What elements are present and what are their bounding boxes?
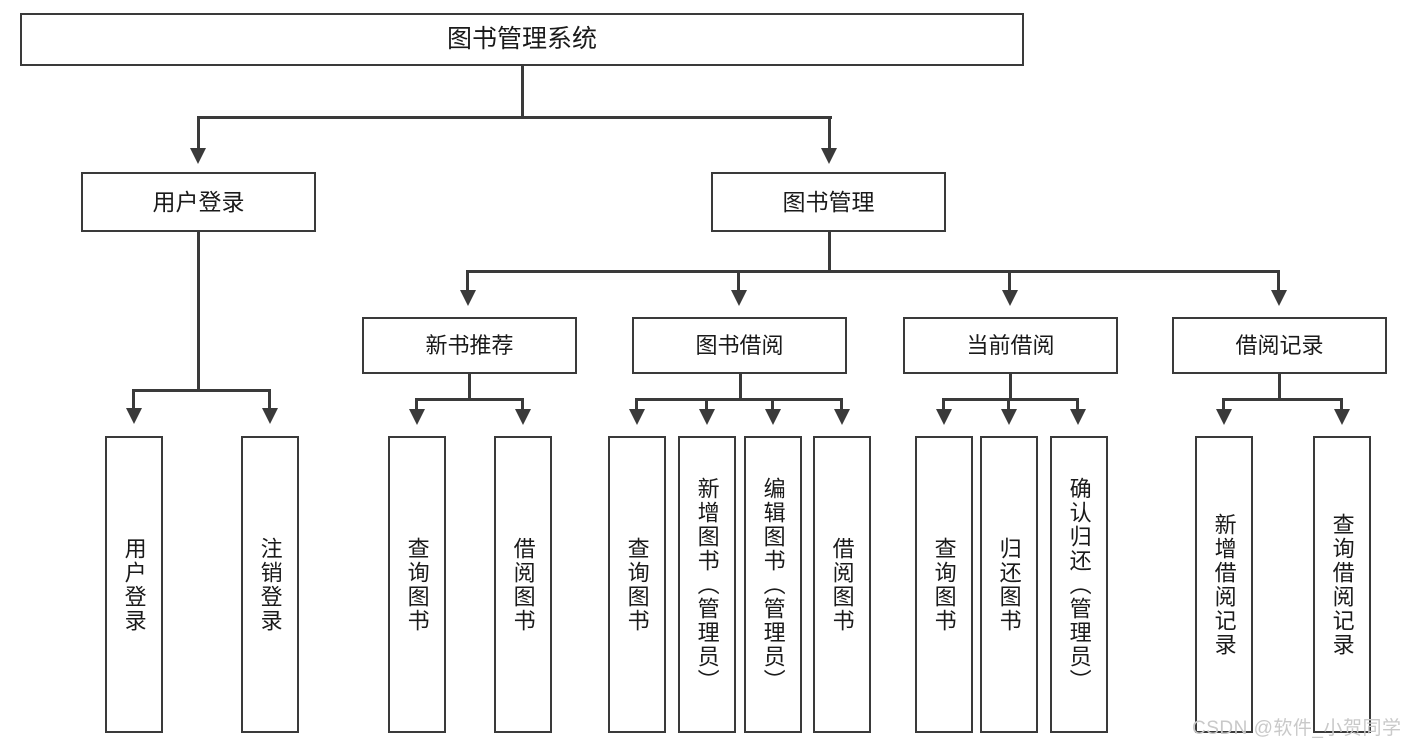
node-label: 图书管理	[782, 188, 875, 215]
connector-new-book-to-leaf-0	[415, 398, 418, 412]
connector-root-to-user-login	[197, 116, 200, 152]
connector-borrow-record-to-leaf-1	[1340, 398, 1343, 412]
connector-book-mgmt-to-lvl3-2	[1008, 270, 1011, 294]
connector-borrow-record-to-leaf-0	[1222, 398, 1225, 412]
leaf-book-borrow-2[interactable]: 编辑图书（管理员）	[744, 436, 802, 733]
arrow-user-login-to-leaf-0	[126, 408, 142, 424]
connector-borrow-record-bar	[1222, 398, 1342, 401]
node-book-management[interactable]: 图书管理	[711, 172, 946, 232]
node-label: 编辑图书（管理员）	[760, 476, 786, 693]
arrow-root-to-book-mgmt	[821, 148, 837, 164]
arrow-borrow-record-to-leaf-0	[1216, 409, 1232, 425]
arrow-new-book-to-leaf-0	[409, 409, 425, 425]
node-label: 新增借阅记录	[1211, 512, 1237, 657]
node-label: 新增图书（管理员）	[694, 476, 720, 693]
connector-user-login-bar	[132, 389, 270, 392]
arrow-user-login-to-leaf-1	[262, 408, 278, 424]
leaf-user-login-0[interactable]: 用户登录	[105, 436, 163, 733]
connector-current-borrow-to-leaf-0	[942, 398, 945, 412]
connector-new-book-stem	[468, 374, 471, 400]
leaf-borrow-record-0[interactable]: 新增借阅记录	[1195, 436, 1253, 733]
connector-root-to-book-mgmt	[828, 116, 831, 152]
leaf-new-book-recommend-0[interactable]: 查询图书	[388, 436, 446, 733]
node-label: 借阅记录	[1235, 332, 1324, 358]
node-label: 新书推荐	[425, 332, 514, 358]
leaf-new-book-recommend-1[interactable]: 借阅图书	[494, 436, 552, 733]
leaf-user-login-1[interactable]: 注销登录	[241, 436, 299, 733]
arrow-book-mgmt-to-lvl3-2	[1002, 290, 1018, 306]
connector-current-borrow-to-leaf-2	[1076, 398, 1079, 412]
arrow-current-borrow-to-leaf-1	[1001, 409, 1017, 425]
node-label: 确认归还（管理员）	[1066, 476, 1092, 693]
connector-user-login-to-leaf-0	[132, 389, 135, 411]
leaf-book-borrow-3[interactable]: 借阅图书	[813, 436, 871, 733]
node-label: 用户登录	[121, 536, 147, 633]
node-label: 查询图书	[404, 536, 430, 633]
connector-book-borrow-bar	[635, 398, 843, 401]
node-root-system[interactable]: 图书管理系统	[20, 13, 1024, 66]
leaf-borrow-record-1[interactable]: 查询借阅记录	[1313, 436, 1371, 733]
connector-book-borrow-stem	[739, 374, 742, 400]
arrow-current-borrow-to-leaf-0	[936, 409, 952, 425]
connector-book-mgmt-bar	[466, 270, 1280, 273]
leaf-book-borrow-0[interactable]: 查询图书	[608, 436, 666, 733]
connector-user-login-to-leaf-1	[268, 389, 271, 411]
connector-book-mgmt-stem	[828, 232, 831, 272]
node-label: 用户登录	[152, 188, 245, 215]
connector-user-login-stem	[197, 232, 200, 392]
node-label: 归还图书	[996, 536, 1022, 633]
connector-borrow-record-stem	[1278, 374, 1281, 400]
node-label: 图书管理系统	[446, 25, 597, 54]
node-label: 借阅图书	[829, 536, 855, 633]
leaf-book-borrow-1[interactable]: 新增图书（管理员）	[678, 436, 736, 733]
node-current-borrow[interactable]: 当前借阅	[903, 317, 1118, 374]
node-label: 当前借阅	[966, 332, 1055, 358]
connector-book-borrow-to-leaf-3	[840, 398, 843, 412]
connector-book-mgmt-to-lvl3-3	[1277, 270, 1280, 294]
leaf-current-borrow-2[interactable]: 确认归还（管理员）	[1050, 436, 1108, 733]
arrow-book-mgmt-to-lvl3-0	[460, 290, 476, 306]
connector-new-book-to-leaf-1	[521, 398, 524, 412]
node-user-login[interactable]: 用户登录	[81, 172, 316, 232]
node-label: 注销登录	[257, 536, 283, 633]
arrow-current-borrow-to-leaf-2	[1070, 409, 1086, 425]
arrow-book-borrow-to-leaf-1	[699, 409, 715, 425]
arrow-new-book-to-leaf-1	[515, 409, 531, 425]
leaf-current-borrow-1[interactable]: 归还图书	[980, 436, 1038, 733]
connector-book-mgmt-to-lvl3-1	[737, 270, 740, 294]
arrow-book-borrow-to-leaf-3	[834, 409, 850, 425]
arrow-book-borrow-to-leaf-0	[629, 409, 645, 425]
connector-current-borrow-to-leaf-1	[1007, 398, 1010, 412]
node-label: 查询图书	[931, 536, 957, 633]
connector-root-bar	[197, 116, 832, 119]
connector-root-stem	[521, 66, 524, 116]
connector-book-borrow-to-leaf-0	[635, 398, 638, 412]
node-label: 图书借阅	[695, 332, 784, 358]
connector-book-mgmt-to-lvl3-0	[466, 270, 469, 294]
node-new-book-recommend[interactable]: 新书推荐	[362, 317, 577, 374]
connector-book-borrow-to-leaf-2	[771, 398, 774, 412]
node-borrow-record[interactable]: 借阅记录	[1172, 317, 1387, 374]
connector-current-borrow-stem	[1009, 374, 1012, 400]
node-label: 查询借阅记录	[1329, 512, 1355, 657]
node-label: 查询图书	[624, 536, 650, 633]
node-label: 借阅图书	[510, 536, 536, 633]
leaf-current-borrow-0[interactable]: 查询图书	[915, 436, 973, 733]
connector-new-book-bar	[415, 398, 523, 401]
arrow-book-mgmt-to-lvl3-1	[731, 290, 747, 306]
arrow-book-borrow-to-leaf-2	[765, 409, 781, 425]
arrow-root-to-user-login	[190, 148, 206, 164]
node-book-borrow[interactable]: 图书借阅	[632, 317, 847, 374]
arrow-book-mgmt-to-lvl3-3	[1271, 290, 1287, 306]
connector-book-borrow-to-leaf-1	[705, 398, 708, 412]
arrow-borrow-record-to-leaf-1	[1334, 409, 1350, 425]
